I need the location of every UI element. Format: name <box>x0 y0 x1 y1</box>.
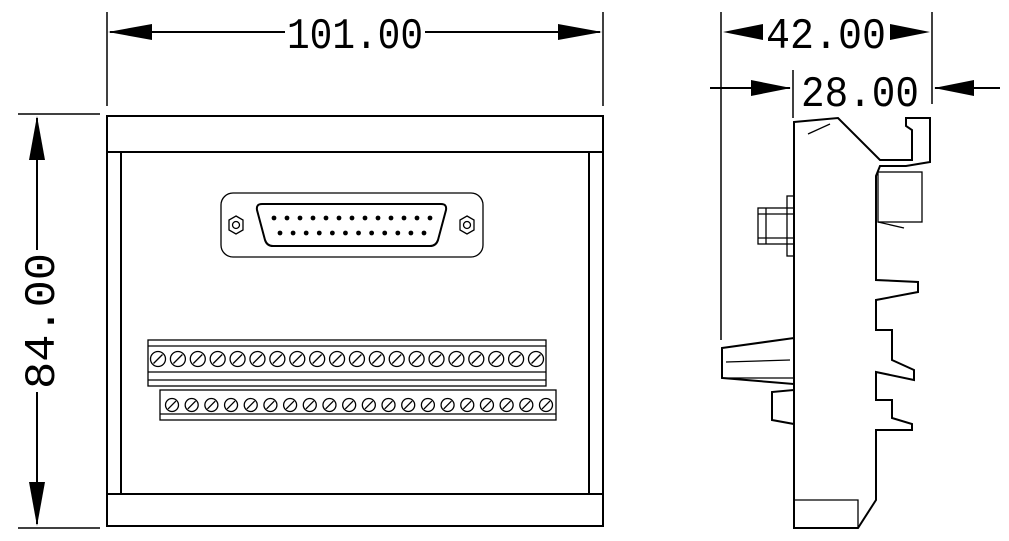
terminal-screw <box>460 397 475 413</box>
terminal-screw <box>184 397 199 413</box>
dsub-pin <box>388 215 394 221</box>
terminal-screw <box>342 397 357 413</box>
terminal-screw <box>263 397 278 413</box>
terminal-screw <box>440 397 455 413</box>
terminal-screw <box>243 397 258 413</box>
front-view: 101.00 84.00 <box>18 12 604 529</box>
terminal-screw <box>204 397 219 413</box>
dsub-pin <box>382 230 388 236</box>
terminal-screw <box>269 350 286 368</box>
dsub-side-profile <box>757 195 797 257</box>
dsub-pin <box>303 230 309 236</box>
terminal-screw <box>527 350 545 368</box>
terminal-screw <box>223 397 239 413</box>
dsub-pin <box>395 230 401 236</box>
dsub-pin <box>421 230 427 236</box>
height-label: 84.00 <box>18 253 68 389</box>
terminal-screw <box>507 350 525 368</box>
terminal-screw <box>328 350 346 368</box>
side-view: 42.00 28.00 <box>710 12 1000 529</box>
terminal-screw <box>309 350 326 368</box>
dsub-pin <box>401 215 407 221</box>
dsub-pin <box>408 230 414 236</box>
terminal-screw <box>381 397 396 413</box>
dsub-pin <box>336 215 342 221</box>
terminal-screw <box>368 350 385 368</box>
dsub-pin <box>343 230 348 236</box>
terminal-screw <box>302 397 317 413</box>
terminal-screw <box>448 350 465 368</box>
dsub-connector <box>220 192 484 258</box>
dsub-pin <box>427 215 433 221</box>
terminal-block-upper <box>147 339 547 387</box>
depth-rail-dimension-line <box>710 80 1000 96</box>
dsub-pin <box>290 230 296 236</box>
terminal-screw <box>189 350 206 368</box>
terminal-screw <box>479 397 495 413</box>
terminal-screw <box>348 350 366 368</box>
dsub-pin <box>316 230 322 236</box>
dsub-pin <box>362 215 368 221</box>
depth-total-label: 42.00 <box>766 12 886 62</box>
width-dimension-line <box>108 24 602 40</box>
dsub-pin <box>414 215 420 221</box>
dsub-pin <box>297 215 303 221</box>
terminal-screw <box>282 397 298 413</box>
front-enclosure <box>106 115 604 527</box>
dsub-pin <box>277 230 283 236</box>
terminal-screw <box>388 350 405 368</box>
terminal-screw <box>401 397 416 413</box>
terminal-screw <box>499 397 514 413</box>
terminal-screw <box>361 397 376 413</box>
terminal-screw <box>408 350 425 368</box>
terminal-screw <box>322 397 337 413</box>
terminal-screw <box>164 397 180 413</box>
terminal-screw <box>468 350 485 368</box>
terminal-screw <box>229 350 246 368</box>
terminal-screw <box>538 397 554 413</box>
terminal-screw <box>169 350 187 368</box>
width-label: 101.00 <box>287 12 423 62</box>
height-dimension-line <box>29 116 45 526</box>
dsub-pin <box>323 215 329 221</box>
terminal-screw <box>149 350 167 368</box>
terminal-screw <box>209 350 226 368</box>
dsub-pin <box>375 215 381 221</box>
terminal-screw <box>488 350 505 368</box>
terminal-block-lower <box>159 389 557 421</box>
terminal-side-profile <box>721 336 795 426</box>
side-body-outline <box>793 116 931 529</box>
terminal-screw <box>428 350 445 368</box>
dsub-pin <box>329 230 335 236</box>
dsub-pin <box>284 215 290 221</box>
terminal-screw <box>519 397 534 413</box>
dsub-pin <box>271 215 277 221</box>
dsub-pin <box>356 230 361 236</box>
depth-rail-label: 28.00 <box>801 70 919 120</box>
terminal-screw <box>289 350 306 368</box>
dsub-pin <box>369 230 375 236</box>
dsub-pin <box>310 215 316 221</box>
dsub-pin <box>349 215 355 221</box>
depth-total-dimension-line <box>723 24 930 40</box>
terminal-screw <box>249 350 266 368</box>
terminal-screw <box>420 397 436 413</box>
